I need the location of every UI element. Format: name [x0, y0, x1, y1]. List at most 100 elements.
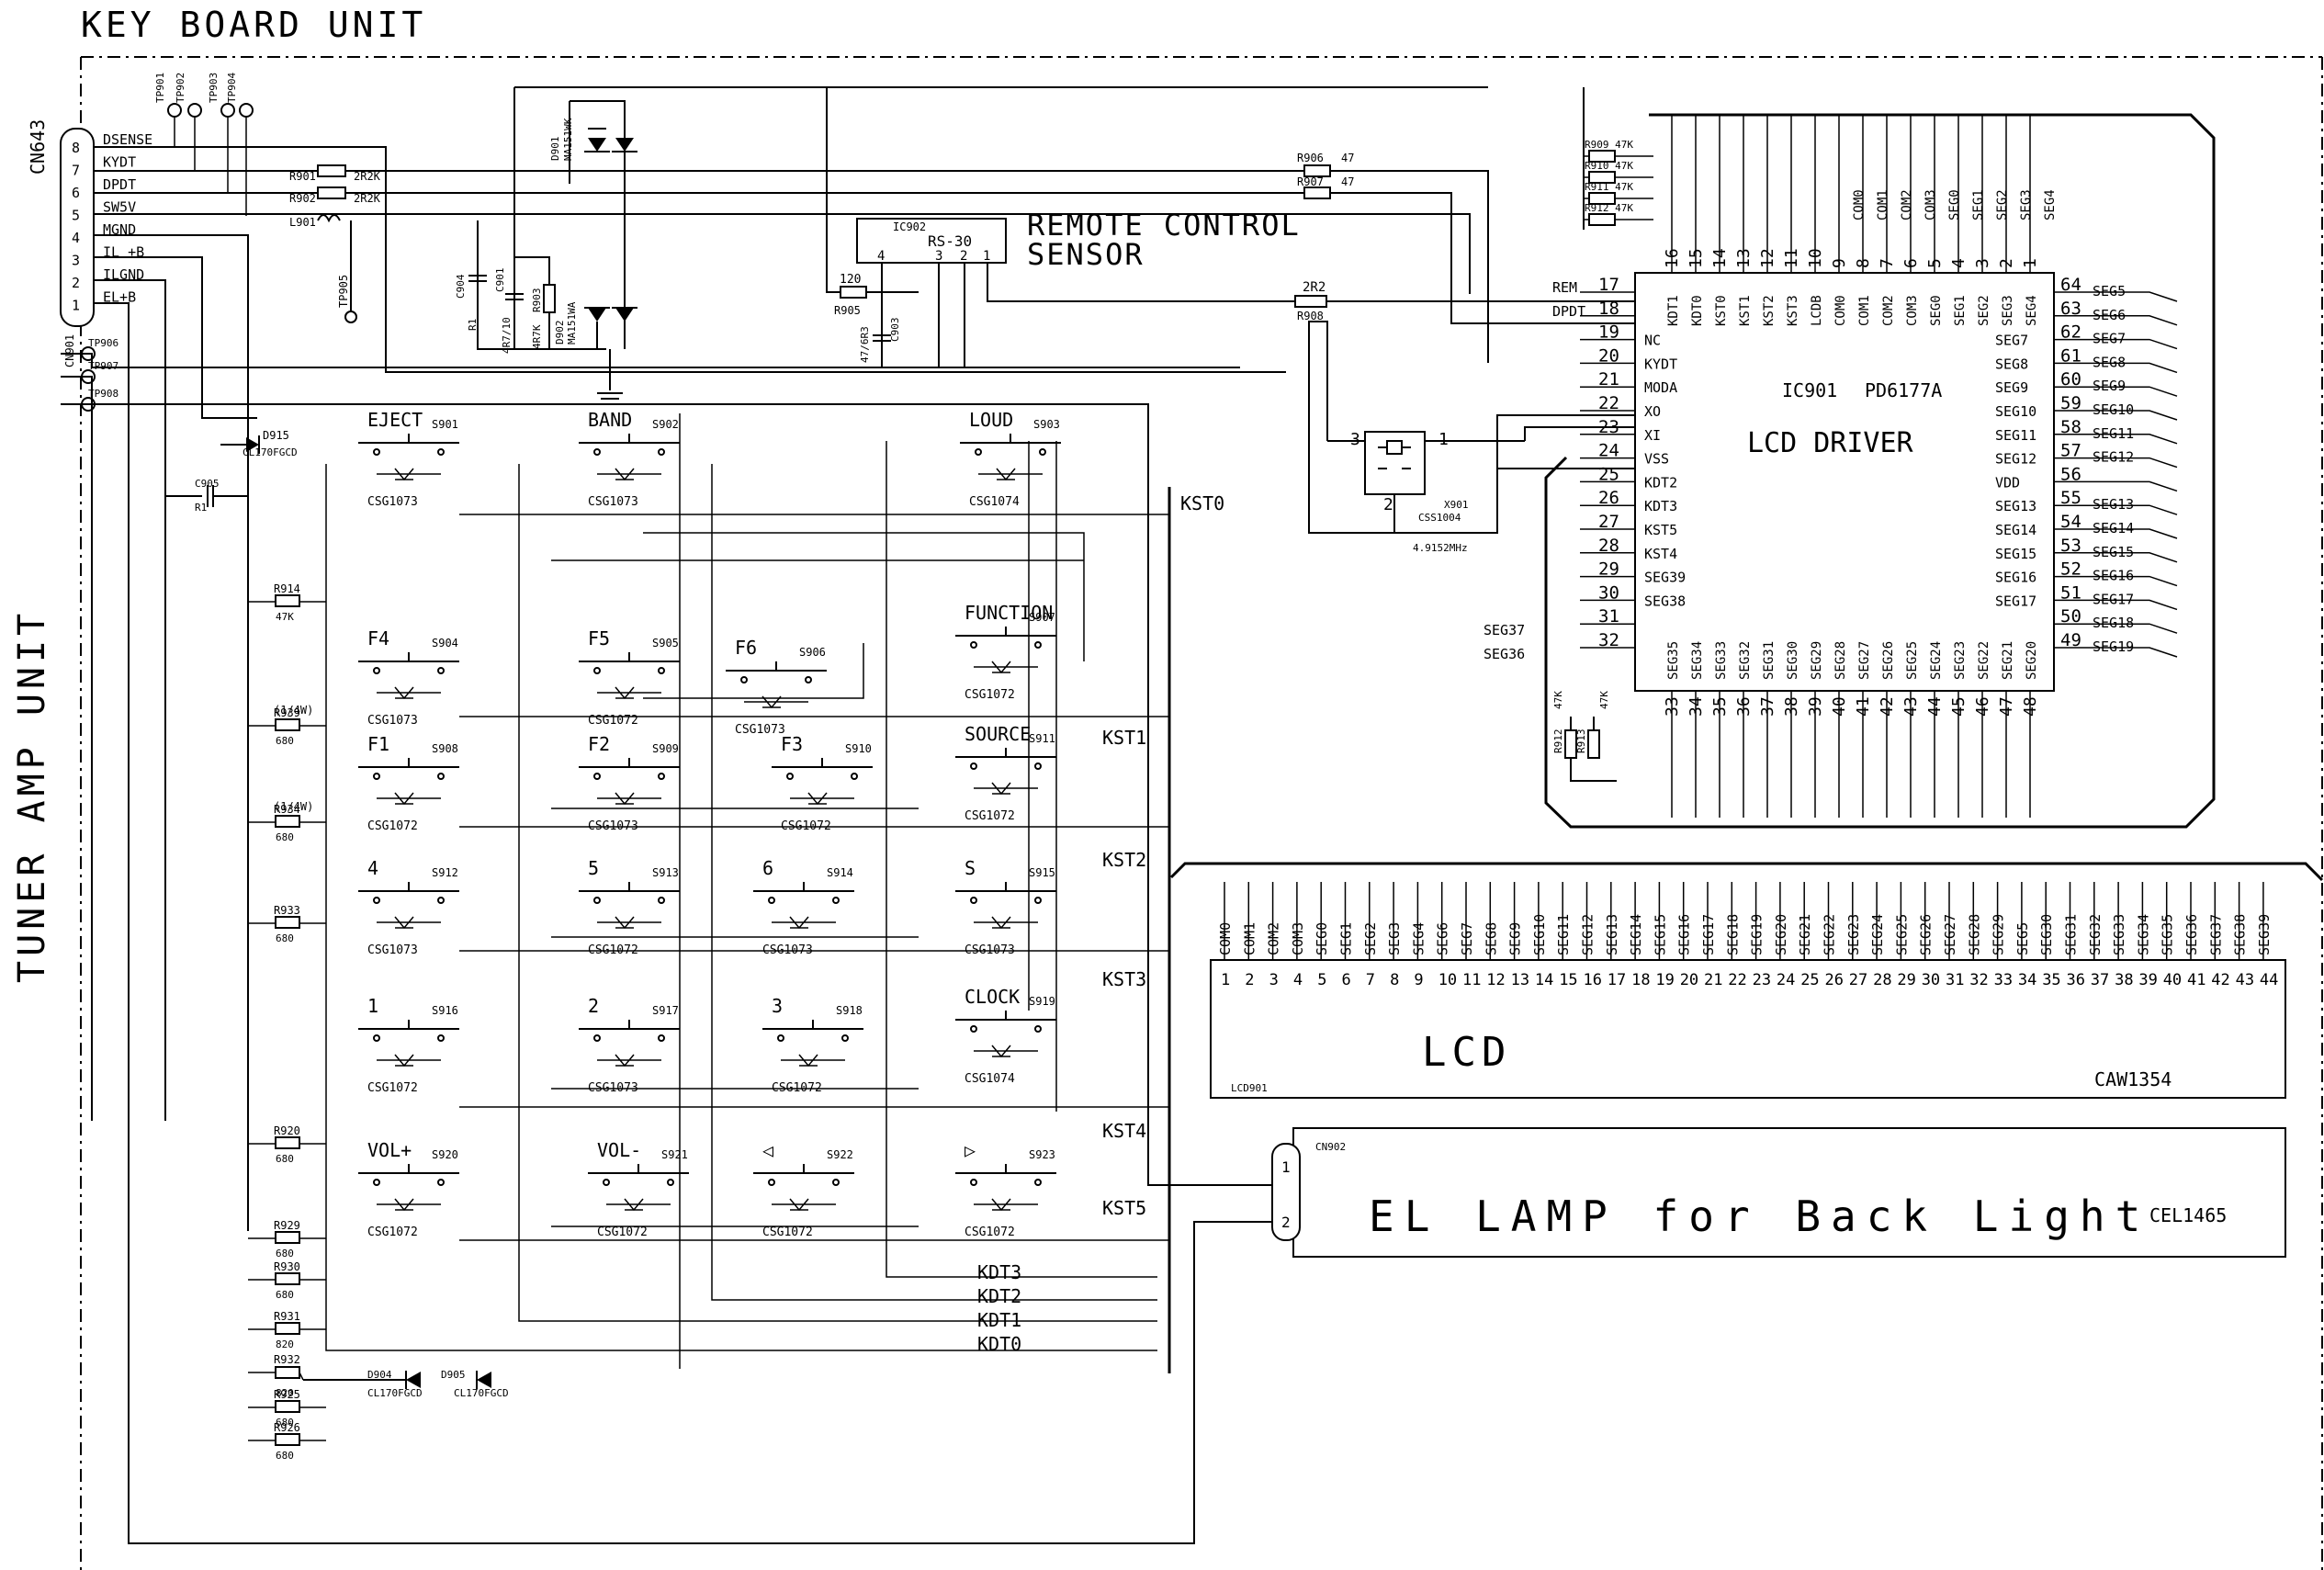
lcd-ref: LCD901 — [1231, 1082, 1268, 1094]
ic-pin-signal: SEG4 — [2025, 295, 2039, 326]
ic-pin-lead — [2054, 552, 2178, 563]
switch-contact — [658, 897, 665, 904]
power-note: (1/4W) — [274, 704, 313, 717]
ic-pin-number: 60 — [2060, 369, 2081, 390]
ic-right-net: SEG12 — [2093, 449, 2134, 466]
lcd-pin-number: 35 — [2042, 971, 2060, 989]
switch-led-symbol — [377, 1198, 441, 1212]
remote-label-2: SENSOR — [1027, 237, 1145, 272]
switch-ref: S922 — [827, 1148, 853, 1161]
ic-pin-number: 13 — [1734, 248, 1754, 268]
cn901-pin-num: 6 — [72, 185, 80, 201]
lcd-pin-signal: SEG21 — [1797, 914, 1813, 955]
ic-left-net: DPDT — [1552, 303, 1585, 320]
resistor-symbol — [275, 1272, 300, 1285]
lcd-pin-number: 32 — [1969, 971, 1988, 989]
ic-top-net: COM3 — [1924, 189, 1938, 220]
lcd-pin-signal: SEG2 — [1362, 922, 1379, 955]
ic-top-net: SEG1 — [1971, 189, 1986, 220]
switch-label: CLOCK — [965, 986, 1020, 1008]
switch-actuator — [588, 1164, 689, 1174]
ic-pin-number: 48 — [2021, 696, 2040, 717]
switch-contact — [658, 1034, 665, 1042]
switch-actuator — [579, 758, 680, 768]
ic-pin-signal: XI — [1644, 427, 1661, 444]
test-point-icon — [187, 103, 202, 118]
ic-pin-number: 30 — [1598, 582, 1619, 603]
ladder-resistor-val: 680 — [276, 735, 294, 747]
ic-pin-number: 11 — [1782, 248, 1801, 268]
ic-pin-signal: SEG27 — [1857, 641, 1872, 680]
led-resistors: R91447KR939680R934680R933680R920680R9296… — [248, 582, 326, 1462]
resistor-symbol — [275, 1400, 300, 1413]
lcd-pin-number: 14 — [1535, 971, 1553, 989]
switch-led-symbol — [377, 916, 441, 930]
lcd-pin-number: 2 — [1245, 971, 1254, 989]
ic-pin-signal: SEG11 — [1995, 427, 2036, 444]
ic-pin-lead — [2054, 480, 2178, 492]
switch-contact — [437, 1034, 445, 1042]
switch-label: VOL- — [597, 1139, 641, 1161]
switch-led-symbol — [597, 792, 661, 806]
x901-pin3: 3 — [1350, 430, 1360, 449]
switch-contact — [437, 773, 445, 780]
ic-left-net: SEG36 — [1484, 646, 1525, 662]
ic-pin-number: 7 — [1878, 258, 1897, 268]
r906-ref: R906 — [1297, 152, 1324, 164]
ic-pin-signal: SEG14 — [1995, 522, 2036, 538]
resistor-symbol — [275, 1322, 300, 1335]
test-point-label: TP906 — [88, 337, 118, 349]
switch-led-symbol — [744, 695, 808, 709]
switch-label: F2 — [588, 733, 610, 755]
lcd-pin-number: 43 — [2236, 971, 2254, 989]
lcd-pin-number: 1 — [1221, 971, 1230, 989]
ic-pin-signal: SEG22 — [1977, 641, 1991, 680]
ic-pin-signal: SEG16 — [1995, 570, 2036, 586]
r903-val: 4R7K — [531, 324, 543, 349]
switch-label: FUNCTION — [965, 602, 1053, 624]
el-label: EL LAMP for Back Light — [1369, 1192, 2150, 1241]
switch-actuator — [955, 1011, 1056, 1021]
ic-pin-signal: SEG32 — [1738, 641, 1753, 680]
ic-pin-signal: VSS — [1644, 451, 1669, 468]
ladder-resistor-ref: R930 — [274, 1260, 300, 1273]
r907-ref: R907 — [1297, 175, 1324, 188]
switch-label: VOL+ — [367, 1139, 412, 1161]
switch-led-symbol — [974, 916, 1038, 930]
switch-contact — [373, 448, 380, 456]
switch-ref: S912 — [432, 866, 458, 879]
switch-ref: S910 — [845, 742, 872, 755]
ic-pin-signal: NC — [1644, 333, 1661, 349]
r905-ref: R905 — [834, 304, 861, 317]
lcd-pin-signal: SEG31 — [2063, 914, 2080, 955]
ladder-resistor-val: 820 — [276, 1338, 294, 1350]
lcd-pin-signal: COM0 — [1217, 922, 1234, 955]
ic-pin-signal: KST0 — [1714, 295, 1729, 326]
lcd-label: LCD — [1422, 1029, 1511, 1076]
switch-part: CSG1073 — [735, 723, 785, 737]
x901-pin1: 1 — [1438, 430, 1449, 449]
switch-actuator — [726, 661, 827, 672]
switch-label: S — [965, 857, 976, 879]
remote-pin-4: 4 — [877, 249, 885, 264]
ic-pin-signal: SEG29 — [1810, 641, 1824, 680]
switch-contact — [768, 897, 775, 904]
c905-val: R1 — [195, 502, 207, 514]
ic901-part: PD6177A — [1865, 379, 1942, 401]
r914-val: 47K — [1598, 691, 1610, 709]
ic-pin-signal: SEG12 — [1995, 451, 2036, 468]
switch-contact — [437, 448, 445, 456]
ladder-resistor-val: 680 — [276, 1289, 294, 1301]
lcd-pin-number: 41 — [2187, 971, 2206, 989]
ic-pin-number: 28 — [1598, 536, 1619, 556]
switch-ref: S920 — [432, 1148, 458, 1161]
ic-pin-number: 10 — [1806, 248, 1825, 268]
switch-label: F3 — [781, 733, 803, 755]
